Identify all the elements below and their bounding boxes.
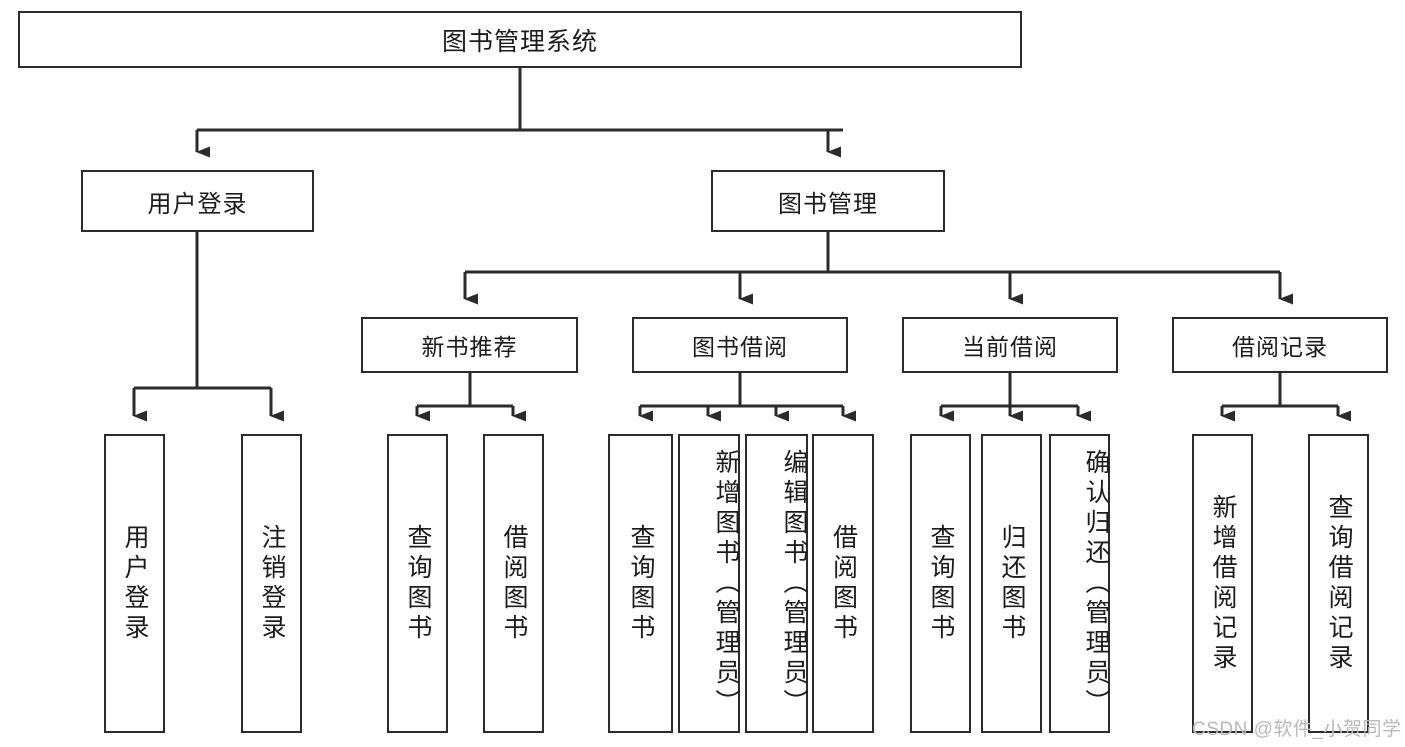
- csdn-watermark: CSDN @软件_小贺同学: [1192, 719, 1402, 740]
- node-label: 新书推荐: [421, 334, 518, 360]
- node-root-system[interactable]: 图书管理系统: [18, 11, 1022, 68]
- node-label: 用户登录: [147, 190, 248, 218]
- node-label: 借阅图书: [500, 523, 528, 644]
- node-current-borrow[interactable]: 当前借阅: [902, 317, 1118, 373]
- node-label: 查询图书: [404, 523, 432, 644]
- node-label: 确认归还（管理员）: [1082, 448, 1110, 719]
- node-new-book-recommend[interactable]: 新书推荐: [361, 317, 578, 373]
- node-label: 查询图书: [927, 523, 955, 644]
- leaf-query-book-current[interactable]: 查询图书: [910, 434, 971, 733]
- leaf-query-borrow-record[interactable]: 查询借阅记录: [1308, 434, 1369, 733]
- node-label: 图书管理: [778, 190, 878, 218]
- leaf-confirm-return-admin[interactable]: 确认归还（管理员）: [1049, 434, 1110, 733]
- node-label: 当前借阅: [962, 334, 1058, 360]
- node-label: 新增图书（管理员）: [712, 448, 740, 719]
- node-label: 借阅图书: [829, 523, 858, 644]
- leaf-user-login[interactable]: 用户登录: [104, 434, 165, 733]
- node-borrow-record[interactable]: 借阅记录: [1172, 317, 1388, 373]
- leaf-add-borrow-record[interactable]: 新增借阅记录: [1192, 434, 1253, 733]
- node-label: 借阅记录: [1232, 334, 1328, 360]
- leaf-return-book[interactable]: 归还图书: [981, 434, 1042, 733]
- node-label: 图书借阅: [692, 334, 788, 360]
- leaf-borrow-book-recommend[interactable]: 借阅图书: [483, 434, 544, 733]
- node-book-borrow[interactable]: 图书借阅: [632, 317, 848, 373]
- node-label: 用户登录: [121, 523, 149, 644]
- node-label: 注销登录: [258, 523, 286, 644]
- leaf-query-book-borrow[interactable]: 查询图书: [608, 434, 673, 733]
- leaf-borrow-book[interactable]: 借阅图书: [812, 434, 874, 733]
- node-label: 归还图书: [998, 523, 1026, 644]
- node-label: 编辑图书（管理员）: [780, 448, 808, 719]
- node-label: 图书管理系统: [441, 27, 598, 56]
- leaf-edit-book-admin[interactable]: 编辑图书（管理员）: [745, 434, 808, 733]
- node-label: 查询借阅记录: [1325, 493, 1353, 674]
- leaf-query-book-recommend[interactable]: 查询图书: [387, 434, 448, 733]
- node-book-management[interactable]: 图书管理: [711, 170, 945, 232]
- leaf-add-book-admin[interactable]: 新增图书（管理员）: [678, 434, 740, 733]
- node-label: 新增借阅记录: [1209, 493, 1237, 674]
- node-label: 查询图书: [627, 523, 655, 644]
- node-user-login[interactable]: 用户登录: [81, 170, 314, 232]
- leaf-user-logout[interactable]: 注销登录: [241, 434, 302, 733]
